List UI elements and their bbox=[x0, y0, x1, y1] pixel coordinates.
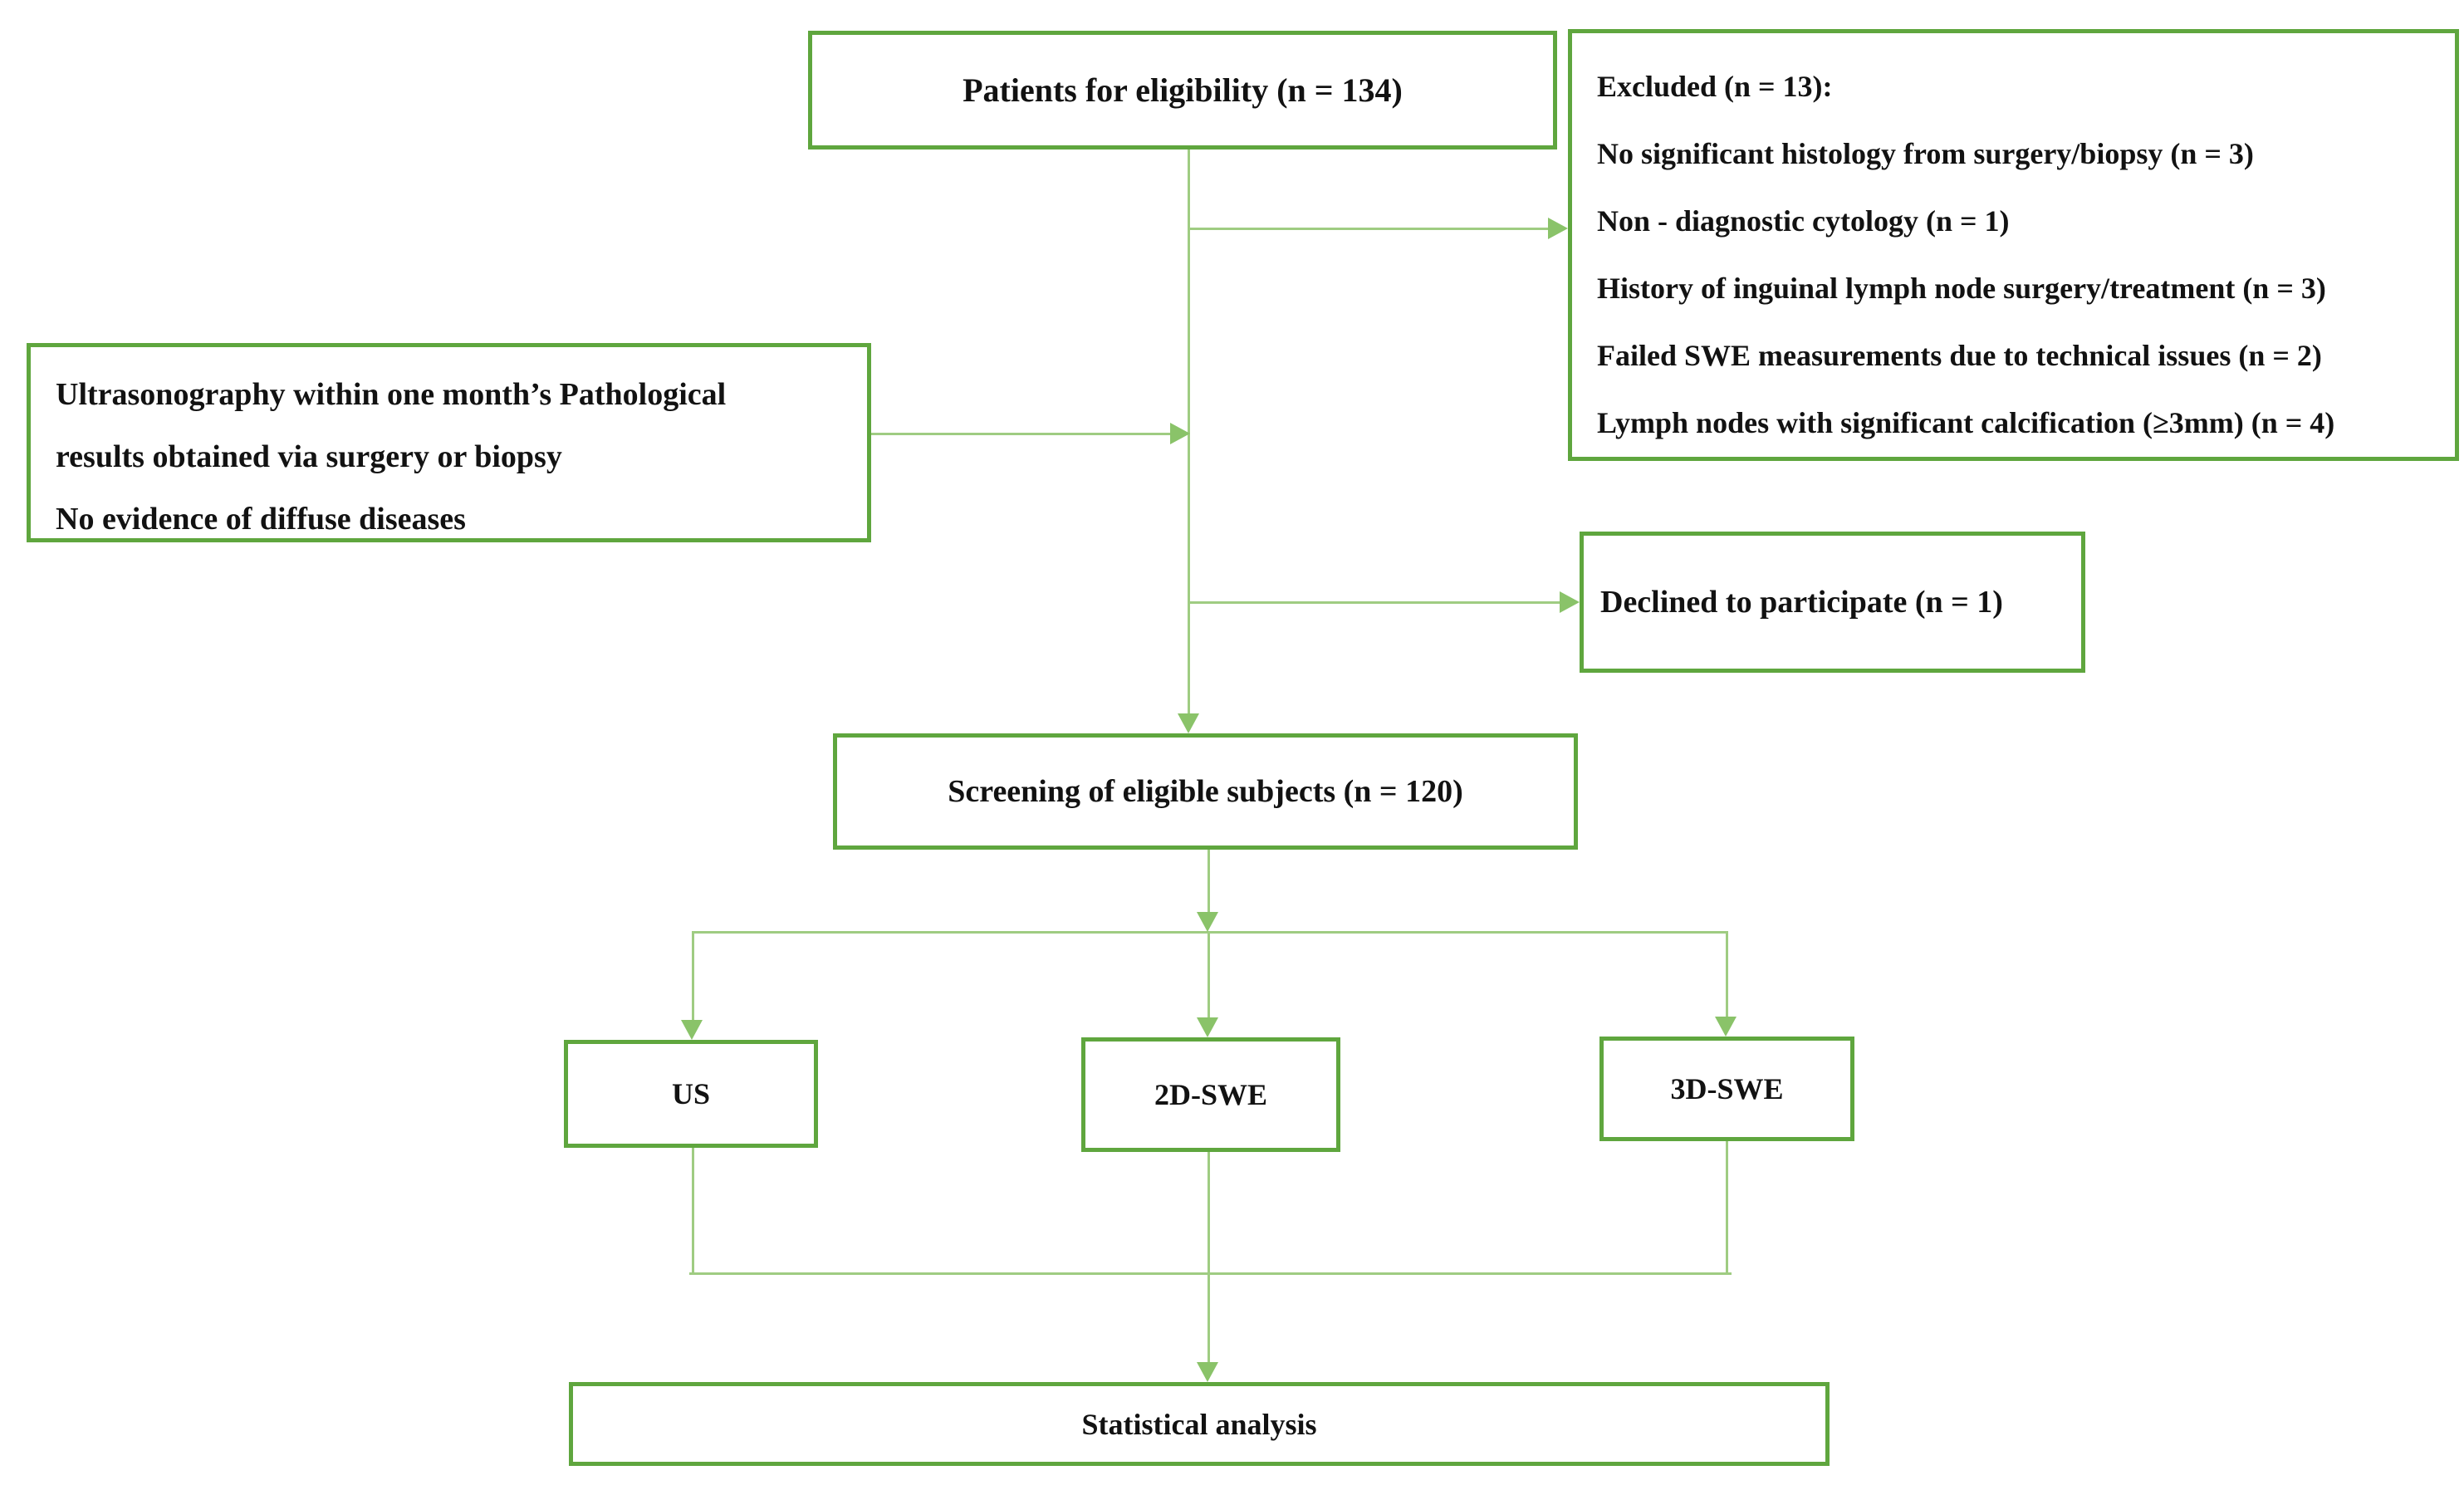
statistical-analysis-box: Statistical analysis bbox=[569, 1382, 1830, 1466]
excluded-reason-1: No significant histology from surgery/bi… bbox=[1597, 137, 2254, 170]
arrowhead-to-split-bar-icon bbox=[1197, 912, 1218, 932]
connector-criteria-to-spine bbox=[871, 433, 1170, 435]
criteria-line-2: results obtained via surgery or biopsy bbox=[56, 439, 562, 474]
inclusion-criteria-box: Ultrasonography within one month’s Patho… bbox=[27, 343, 871, 542]
arrowhead-criteria-join-icon bbox=[1170, 423, 1190, 444]
patients-eligibility-label: Patients for eligibility (n = 134) bbox=[963, 71, 1403, 109]
connector-split-bar bbox=[692, 931, 1728, 934]
criteria-line-1: Ultrasonography within one month’s Patho… bbox=[56, 377, 727, 412]
arm-us-label: US bbox=[671, 1077, 711, 1110]
connector-merge-bar bbox=[689, 1272, 1732, 1275]
excluded-reason-3: History of inguinal lymph node surgery/t… bbox=[1597, 272, 2326, 305]
excluded-reason-2: Non - diagnostic cytology (n = 1) bbox=[1597, 204, 2010, 238]
excluded-title: Excluded (n = 13): bbox=[1597, 70, 1833, 103]
connector-split-to-us bbox=[692, 931, 694, 1020]
connector-3dswe-to-merge bbox=[1726, 1141, 1728, 1275]
arm-3dswe-label: 3D-SWE bbox=[1670, 1072, 1784, 1105]
arrowhead-to-3dswe-icon bbox=[1715, 1017, 1737, 1037]
screening-label: Screening of eligible subjects (n = 120) bbox=[948, 774, 1463, 809]
arrowhead-to-declined-icon bbox=[1560, 591, 1580, 613]
connector-split-to-2dswe bbox=[1208, 931, 1210, 1017]
arrowhead-to-excluded-icon bbox=[1548, 218, 1568, 239]
excluded-box: Excluded (n = 13): No significant histol… bbox=[1568, 29, 2459, 461]
declined-label: Declined to participate (n = 1) bbox=[1600, 585, 2003, 620]
excluded-reason-4: Failed SWE measurements due to technical… bbox=[1597, 339, 2322, 372]
arm-3dswe-box: 3D-SWE bbox=[1599, 1037, 1854, 1141]
arrowhead-to-2dswe-icon bbox=[1197, 1017, 1218, 1037]
arm-2dswe-label: 2D-SWE bbox=[1154, 1078, 1268, 1111]
connector-screening-to-split bbox=[1208, 850, 1210, 914]
connector-branch-to-declined bbox=[1188, 601, 1560, 604]
connector-split-to-3dswe bbox=[1726, 931, 1728, 1017]
criteria-line-3: No evidence of diffuse diseases bbox=[56, 502, 466, 537]
arm-us-box: US bbox=[564, 1040, 818, 1148]
arrowhead-to-us-icon bbox=[681, 1020, 703, 1040]
connector-branch-to-excluded bbox=[1188, 228, 1548, 230]
arrowhead-to-statistical-icon bbox=[1197, 1362, 1218, 1382]
declined-box: Declined to participate (n = 1) bbox=[1580, 532, 2085, 673]
arm-2dswe-box: 2D-SWE bbox=[1081, 1037, 1340, 1152]
screening-box: Screening of eligible subjects (n = 120) bbox=[833, 733, 1578, 850]
connector-us-to-merge bbox=[692, 1148, 694, 1275]
arrowhead-to-screening-icon bbox=[1178, 713, 1199, 733]
patients-eligibility-box: Patients for eligibility (n = 134) bbox=[808, 31, 1557, 149]
excluded-reason-5: Lymph nodes with significant calcificati… bbox=[1597, 406, 2335, 439]
connector-2dswe-to-statistical bbox=[1208, 1152, 1210, 1362]
statistical-analysis-label: Statistical analysis bbox=[1081, 1407, 1317, 1441]
